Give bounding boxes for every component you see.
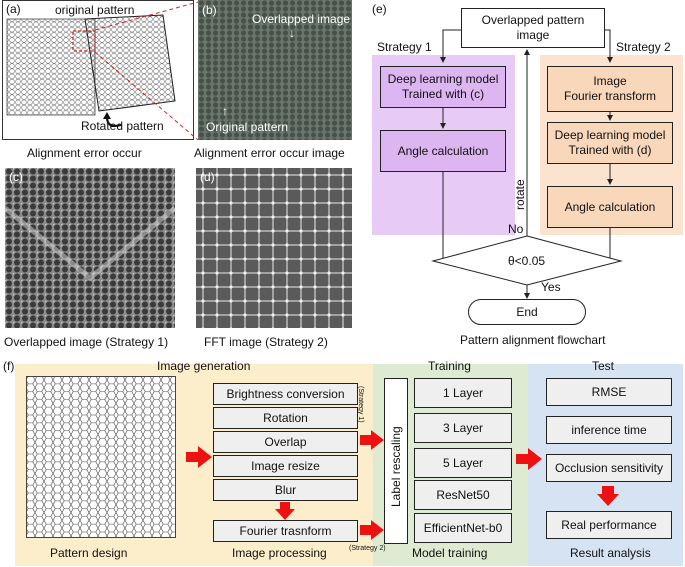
strategy1-arrow-icon (360, 430, 384, 450)
step-overlap: Overlap (213, 431, 358, 453)
panel-a-caption: Alignment error occur (27, 146, 142, 160)
panel-letter: (e) (372, 2, 387, 16)
no-label: No (508, 222, 524, 236)
right-arrow-icon (516, 448, 542, 470)
up-arrow-icon: ↑ (222, 104, 228, 118)
step-blur: Blur (213, 479, 358, 501)
strategy2-tag: (Strategy 2) (349, 545, 386, 552)
model-5-layer: 5 Layer (414, 448, 512, 478)
pattern-illustration (6, 14, 176, 128)
label-rescaling-text: Label rescaling (389, 426, 403, 507)
overlapped-image-label: Overlapped image (252, 12, 351, 26)
decision-text: θ<0.05 (508, 254, 546, 268)
yes-label: Yes (541, 280, 561, 294)
model-efficientnet-b0: EfficientNet-b0 (414, 513, 512, 543)
original-pattern-label-b: Original pattern (206, 120, 289, 134)
zoom-lines (94, 1, 199, 141)
panel-letter: (c) (9, 170, 23, 184)
step-rotation: Rotation (213, 407, 358, 429)
model-training-caption: Model training (412, 546, 488, 560)
strategy2-label: Strategy 2 (616, 40, 671, 54)
right-arrow-icon (186, 446, 212, 468)
panel-letter: (a) (6, 2, 21, 16)
image-generation-title: Image generation (157, 359, 251, 373)
test-title: Test (592, 359, 615, 373)
model-3-layer: 3 Layer (414, 413, 512, 443)
s2-fourier-box: Image Fourier transform (547, 66, 673, 112)
start-box: Overlapped pattern image (461, 8, 605, 48)
pattern-design-caption: Pattern design (50, 546, 128, 560)
down-arrow-icon (597, 486, 619, 506)
panel-a: (a) original pattern Rotated pattern (2, 0, 194, 140)
s2-deep-learning-box: Deep learning model Trained with (d) (547, 122, 673, 164)
strategy1-tag: (Strategy 1) (357, 386, 364, 423)
step-fourier-transform: Fourier trasnform (213, 520, 358, 542)
original-pattern-label: original pattern (55, 3, 135, 17)
model-resnet50: ResNet50 (414, 480, 512, 510)
step-image-resize: Image resize (213, 455, 358, 477)
zoom-region (72, 30, 96, 52)
panel-f: (f) Image generation Training Test Patte… (0, 356, 685, 567)
panel-b-image: (b) Overlapped image ↓ ↑ Original patter… (198, 0, 352, 140)
flow-connectors (431, 29, 623, 299)
s2-angle-calculation-box: Angle calculation (547, 186, 673, 228)
test-occlusion-sensitivity: Occlusion sensitivity (546, 454, 672, 482)
panel-d-caption: FFT image (Strategy 2) (204, 335, 328, 349)
image-processing-caption: Image processing (232, 546, 327, 560)
s1-deep-learning-box: Deep learning model Trained with (c) (380, 66, 506, 108)
original-pattern-sheet (6, 18, 96, 116)
rotate-label: rotate (513, 179, 527, 210)
model-1-layer: 1 Layer (414, 378, 512, 408)
test-rmse: RMSE (546, 378, 672, 406)
test-inference-time: inference time (546, 416, 672, 444)
decision-diamond (431, 235, 623, 286)
strategy1-label: Strategy 1 (377, 40, 432, 54)
down-arrow-icon (275, 502, 295, 520)
panel-c-caption: Overlapped image (Strategy 1) (4, 335, 169, 349)
panel-d-image: (d) (196, 168, 352, 328)
end-box: End (468, 299, 586, 325)
real-performance-box: Real performance (546, 511, 672, 539)
panel-letter: (b) (202, 3, 217, 17)
panel-e-caption: Pattern alignment flowchart (460, 333, 606, 347)
down-arrow-icon: ↓ (289, 26, 295, 40)
result-analysis-caption: Result analysis (570, 546, 651, 560)
strategy2-arrow-icon (360, 520, 384, 540)
panel-c-image: (c) (5, 168, 175, 328)
panel-b-caption: Alignment error occur image (194, 146, 345, 160)
panel-letter: (f) (3, 359, 15, 373)
training-title: Training (428, 359, 471, 373)
rotated-pattern-sheet (84, 14, 176, 112)
rotation-arrowhead (103, 112, 111, 119)
rotated-pattern-label: Rotated pattern (81, 119, 164, 133)
pattern-design-image (26, 376, 176, 538)
panel-letter: (d) (200, 170, 215, 184)
s1-angle-calculation-box: Angle calculation (380, 130, 506, 172)
label-rescaling-box: Label rescaling (384, 378, 408, 544)
panel-e: (e) Overlapped pattern image Strategy 1 … (365, 0, 683, 350)
step-brightness-conversion: Brightness conversion (213, 383, 358, 405)
